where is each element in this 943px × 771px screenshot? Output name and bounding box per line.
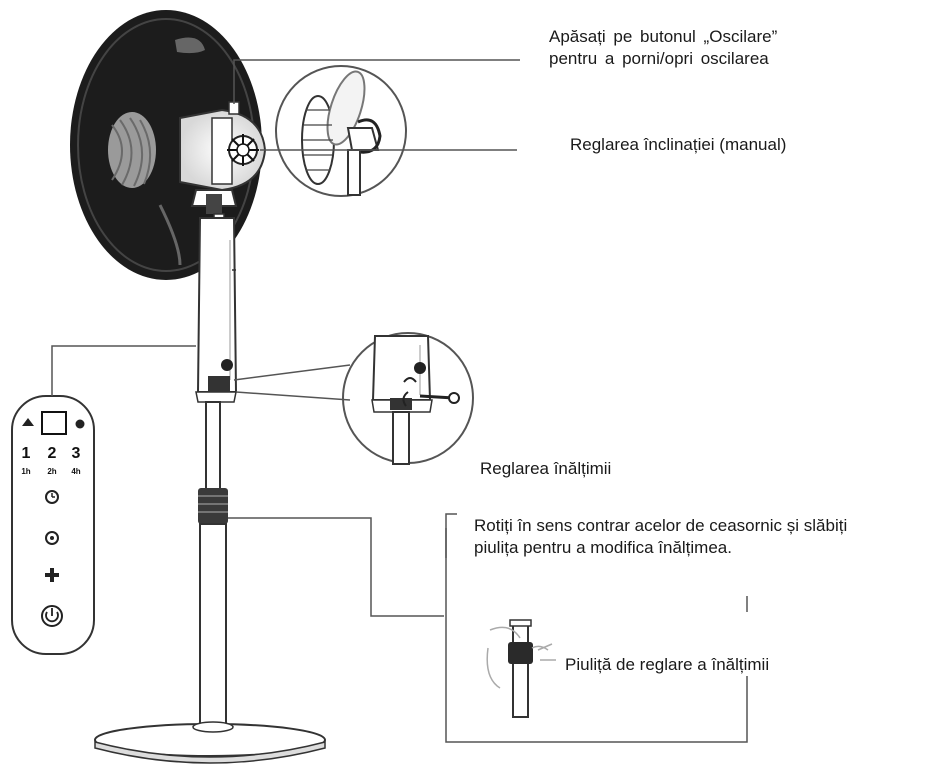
- oscillation-remote-icon: [22, 418, 34, 426]
- tilt-label: Reglarea înclinației (manual): [570, 135, 787, 154]
- timer-icon: [45, 490, 59, 504]
- height-adjust-nut: [198, 488, 228, 524]
- remote-control: [11, 395, 95, 655]
- remote-speed-labels: 1 2 3 1h 2h 4h: [21, 445, 80, 476]
- fan-base: [94, 721, 326, 764]
- plus-icon: [45, 568, 59, 582]
- stand-body: [195, 217, 238, 403]
- timer-2h: 2h: [47, 467, 56, 476]
- tilt-detail-inset: [275, 65, 407, 197]
- timer-1h: 1h: [21, 467, 30, 476]
- telescopic-pole: [198, 401, 228, 725]
- rotate-instruction: Rotiți în sens contrar acelor de ceasorn…: [474, 515, 847, 559]
- height-box: [445, 513, 748, 743]
- speed-3: 3: [72, 445, 81, 462]
- nut-detail-inset: [486, 619, 556, 718]
- leader-nut: [228, 517, 444, 617]
- rotate-instruction-line1: Rotiți în sens contrar acelor de ceasorn…: [474, 516, 848, 535]
- leader-remote: [51, 345, 196, 396]
- rotate-instruction-line2: piulița pentru a modifica înălțimea.: [474, 538, 732, 557]
- leader-oscillation: [233, 59, 520, 104]
- timer-4h: 4h: [71, 467, 80, 476]
- leader-lines: [51, 59, 748, 743]
- fan-mode-icon: [45, 531, 59, 545]
- height-adjust-title: Reglarea înălțimii: [480, 459, 612, 478]
- oscillation-label-line1: Apăsați pe butonul „Oscilare”: [549, 27, 778, 46]
- speed-1: 1: [22, 445, 31, 462]
- leader-joint-bottom: [235, 391, 351, 401]
- mode-remote-icon: [75, 419, 85, 429]
- oscillation-label: Apăsați pe butonul „Oscilare” pentru a p…: [549, 26, 777, 70]
- power-icon: [41, 605, 63, 627]
- height-joint-inset: [342, 332, 474, 465]
- motor-housing: [179, 101, 267, 192]
- height-nut-label: Piuliță de reglare a înălțimii: [565, 655, 770, 674]
- oscillation-label-line2: pentru a porni/opri oscilarea: [549, 49, 769, 68]
- speed-2: 2: [48, 445, 57, 462]
- leader-joint-top: [233, 364, 351, 381]
